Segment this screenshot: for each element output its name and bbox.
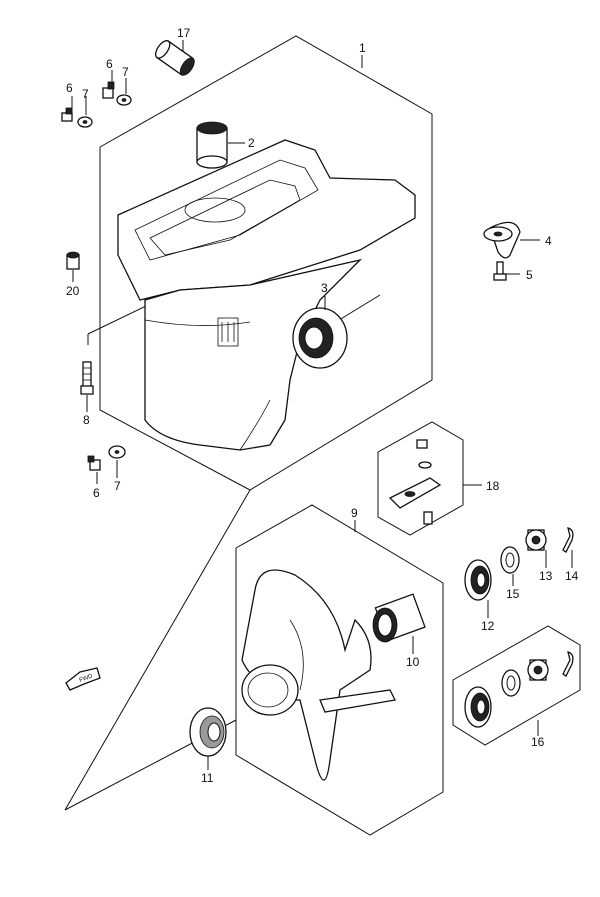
anode [483,221,521,259]
propeller-group-outline [235,504,444,836]
callout-9: 9 [351,506,358,520]
callout-6: 6 [93,486,100,500]
callout-8: 8 [83,413,90,427]
callout-5: 5 [526,268,533,282]
callout-2: 2 [248,136,255,150]
callout-10: 10 [406,655,420,669]
callout-6: 6 [106,57,113,71]
bolt-6-upper-left [61,107,73,122]
thrust-spacer [372,593,426,643]
bearing-seal [292,307,348,369]
trim-tab-kit [388,439,442,525]
callout-20: 20 [66,284,80,298]
flat-washer [500,546,520,574]
callout-7: 7 [122,65,129,79]
callout-12: 12 [481,619,495,633]
plug [66,251,80,270]
callout-13: 13 [539,569,553,583]
trim-tab-kit-box [377,421,464,536]
washer-7-upper-left [77,116,93,128]
prop-nut-kit [464,651,574,728]
water-tube-grommet [155,40,195,76]
forward-arrow-icon: FWD [65,667,101,691]
callout-18: 18 [486,479,500,493]
group-line-1 [64,489,251,811]
gearcase-housing [117,139,416,451]
callout-11: 11 [201,771,214,785]
stud-bolt [80,361,94,395]
cotter-pin [562,527,574,553]
washer-7-lower [108,445,126,459]
callout-7: 7 [82,87,89,101]
housing-group-outline [99,35,433,491]
prop-nut-kit-box [452,625,581,746]
fwd-label: FWD [79,673,95,684]
callout-16: 16 [531,735,545,749]
anode-bolt [493,261,507,281]
spline-washer [464,559,492,601]
callout-15: 15 [506,587,520,601]
callout-4: 4 [545,234,552,248]
callout-7: 7 [114,479,121,493]
bushing [196,121,228,169]
callout-6: 6 [66,81,73,95]
bolt-6-lower [87,455,101,471]
callout-1: 1 [359,41,366,55]
bolt-6-upper [102,81,115,99]
thrust-washer [189,707,227,757]
callout-3: 3 [321,281,328,295]
castle-nut [525,529,547,551]
callout-17: 17 [177,26,191,40]
callout-14: 14 [565,569,579,583]
washer-7-upper [116,94,132,106]
propeller [241,569,396,781]
